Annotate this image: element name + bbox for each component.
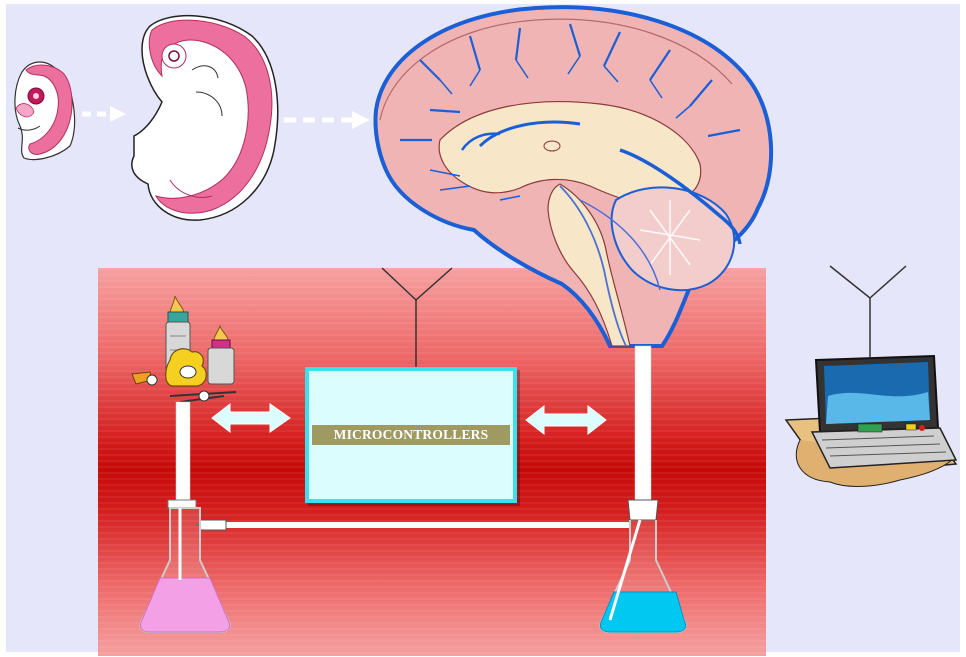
baby-bottles-and-toys-icon: [131, 295, 237, 403]
right-double-arrow: [525, 404, 607, 436]
laptop-antenna-icon: [829, 265, 907, 357]
laptop-icon: [784, 354, 958, 487]
growth-arrow-2: [284, 111, 370, 129]
fetus-icon: [131, 14, 279, 221]
left-vertical-tube: [167, 401, 197, 509]
microcontroller-label: MICROCONTROLLERS: [312, 425, 510, 445]
right-flask-icon: [599, 499, 687, 633]
brain-icon: [373, 5, 774, 348]
left-double-arrow: [211, 402, 291, 434]
right-vertical-tube: [634, 345, 652, 501]
flask-icon: [139, 507, 231, 633]
growth-arrow-1: [82, 106, 126, 122]
antenna-icon: [381, 267, 453, 367]
embryo-icon: [14, 61, 76, 161]
horizontal-connector-tube: [196, 519, 630, 531]
